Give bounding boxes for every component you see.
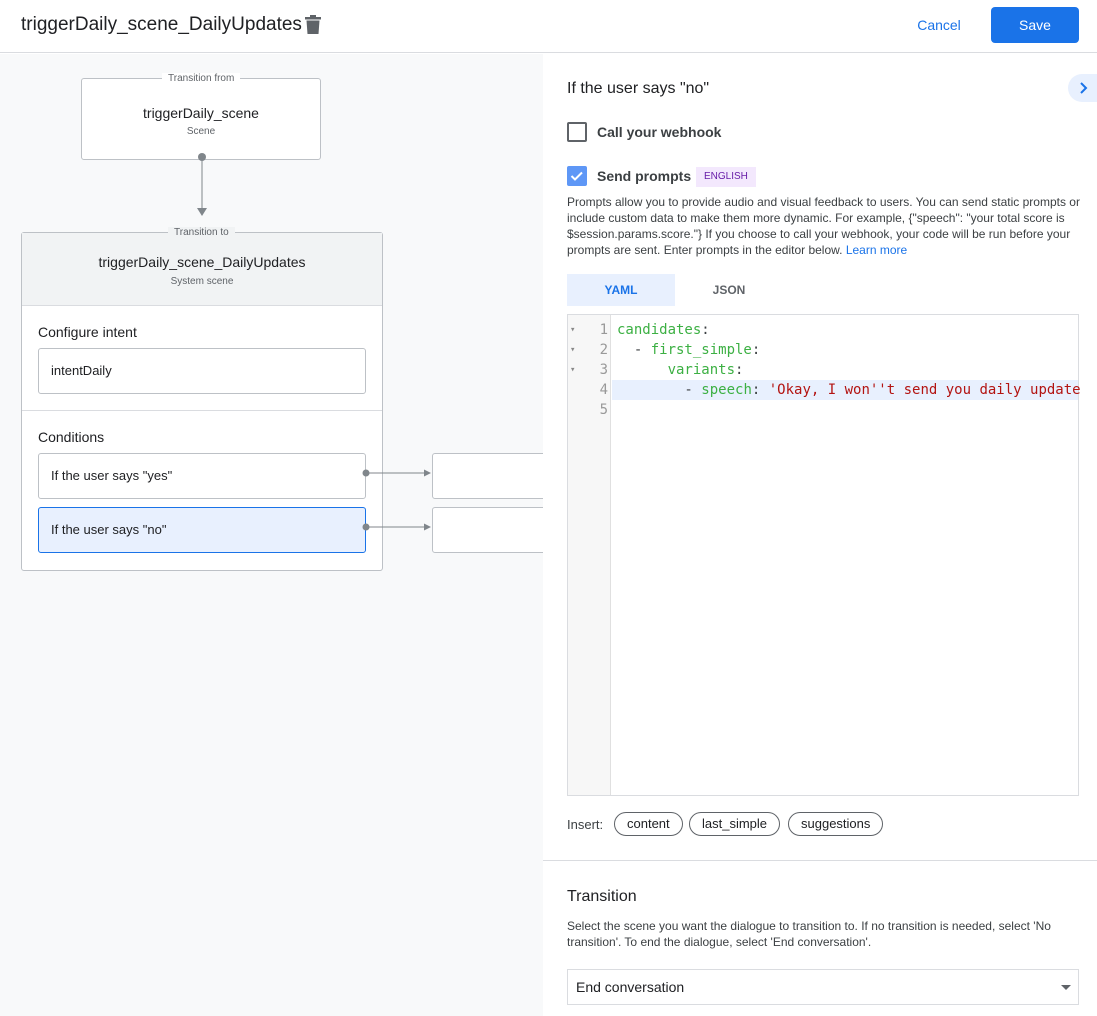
- code-line[interactable]: ▾ 3 variants:: [568, 360, 1078, 380]
- fold-arrow-icon[interactable]: ▾: [570, 325, 576, 335]
- page-title: triggerDaily_scene_DailyUpdates: [21, 14, 302, 35]
- condition-yes[interactable]: If the user says "yes": [38, 453, 366, 499]
- transition-arrow: [197, 153, 207, 216]
- target-placeholder-no[interactable]: [432, 507, 543, 553]
- insert-chip-last-simple[interactable]: last_simple: [689, 812, 781, 836]
- insert-chip-suggestions[interactable]: suggestions: [788, 812, 884, 836]
- to-scene-type: System scene: [170, 276, 234, 287]
- send-prompts-label: Send prompts: [597, 168, 692, 184]
- transition-select[interactable]: End conversation: [567, 969, 1079, 1005]
- line-number: 5: [599, 402, 608, 418]
- chevron-right-icon: [1080, 82, 1088, 94]
- tab-json[interactable]: JSON: [712, 283, 746, 297]
- code-indent: -: [617, 382, 702, 398]
- editor-gutter: [568, 315, 611, 795]
- scene-header: [22, 233, 382, 306]
- code-key: speech: [701, 382, 752, 398]
- code-line[interactable]: 4 - speech: 'Okay, I won''t send you dai…: [568, 380, 1081, 400]
- transition-select-value: End conversation: [576, 979, 685, 995]
- code-string: 'Okay, I won''t send you daily update: [768, 382, 1081, 398]
- transition-to-card: Transition to triggerDaily_scene_DailyUp…: [21, 227, 383, 571]
- code-indent: [617, 362, 668, 378]
- transition-description: Select the scene you want the dialogue t…: [567, 919, 1051, 949]
- code-sep: :: [735, 362, 744, 378]
- webhook-label: Call your webhook: [597, 124, 722, 140]
- code-indent: -: [617, 342, 651, 358]
- trash-icon[interactable]: [305, 15, 321, 34]
- fold-arrow-icon[interactable]: ▾: [570, 365, 576, 375]
- line-number: 2: [599, 342, 608, 358]
- transition-from-card[interactable]: Transition from triggerDaily_scene Scene: [81, 73, 321, 160]
- condition-connectors: [362, 469, 431, 531]
- condition-no[interactable]: If the user says "no": [38, 507, 366, 553]
- code-editor[interactable]: ▾ 1 candidates: ▾ 2 - first_simple: ▾ 3 varian…: [567, 314, 1081, 796]
- code-line[interactable]: 5: [568, 400, 1078, 420]
- tab-yaml[interactable]: YAML: [567, 274, 675, 306]
- code-key: variants: [667, 362, 736, 378]
- code-line[interactable]: ▾ 1 candidates:: [568, 320, 1078, 340]
- code-line[interactable]: ▾ 2 - first_simple:: [568, 340, 1078, 360]
- code-sep: :: [751, 382, 769, 398]
- intent-item[interactable]: intentDaily: [38, 348, 366, 394]
- configure-intent-heading: Configure intent: [38, 324, 137, 340]
- conditions-heading: Conditions: [38, 429, 105, 445]
- transition-heading: Transition: [567, 888, 637, 905]
- header: triggerDaily_scene_DailyUpdates Cancel S…: [0, 0, 1097, 53]
- cancel-button[interactable]: Cancel: [917, 17, 961, 33]
- dropdown-arrow-icon: [1061, 985, 1071, 990]
- condition-panel: If the user says "no" Call your webhook …: [543, 54, 1097, 1016]
- checkmark-icon: [570, 171, 583, 181]
- scene-canvas: Transition from triggerDaily_scene Scene…: [0, 54, 543, 1016]
- transition-from-legend: Transition from: [162, 73, 241, 84]
- collapse-panel-button[interactable]: [1068, 74, 1097, 102]
- code-sep: :: [751, 342, 761, 358]
- target-placeholder-yes[interactable]: [432, 453, 543, 499]
- transition-to-legend: Transition to: [168, 227, 235, 238]
- from-scene-type: Scene: [186, 126, 216, 137]
- insert-chip-content[interactable]: content: [614, 812, 683, 836]
- from-scene-name: triggerDaily_scene: [143, 105, 259, 121]
- code-key: candidates: [617, 322, 702, 338]
- panel-heading: If the user says "no": [567, 80, 710, 97]
- to-scene-name: triggerDaily_scene_DailyUpdates: [98, 254, 306, 270]
- active-line-highlight: [612, 380, 1078, 400]
- line-number: 1: [599, 322, 608, 338]
- learn-more-link[interactable]: Learn more: [845, 243, 908, 257]
- prompts-description: Prompts allow you to provide audio and v…: [567, 195, 1080, 257]
- insert-label: Insert:: [567, 817, 604, 832]
- fold-arrow-icon[interactable]: ▾: [570, 345, 576, 355]
- code-sep: :: [701, 322, 710, 338]
- send-prompts-checkbox[interactable]: [567, 166, 587, 186]
- line-number: 3: [599, 362, 608, 378]
- language-badge: ENGLISH: [696, 167, 756, 187]
- code-key: first_simple: [650, 342, 752, 358]
- webhook-checkbox[interactable]: [567, 122, 587, 142]
- save-button[interactable]: Save: [991, 7, 1079, 43]
- line-number: 4: [599, 382, 608, 398]
